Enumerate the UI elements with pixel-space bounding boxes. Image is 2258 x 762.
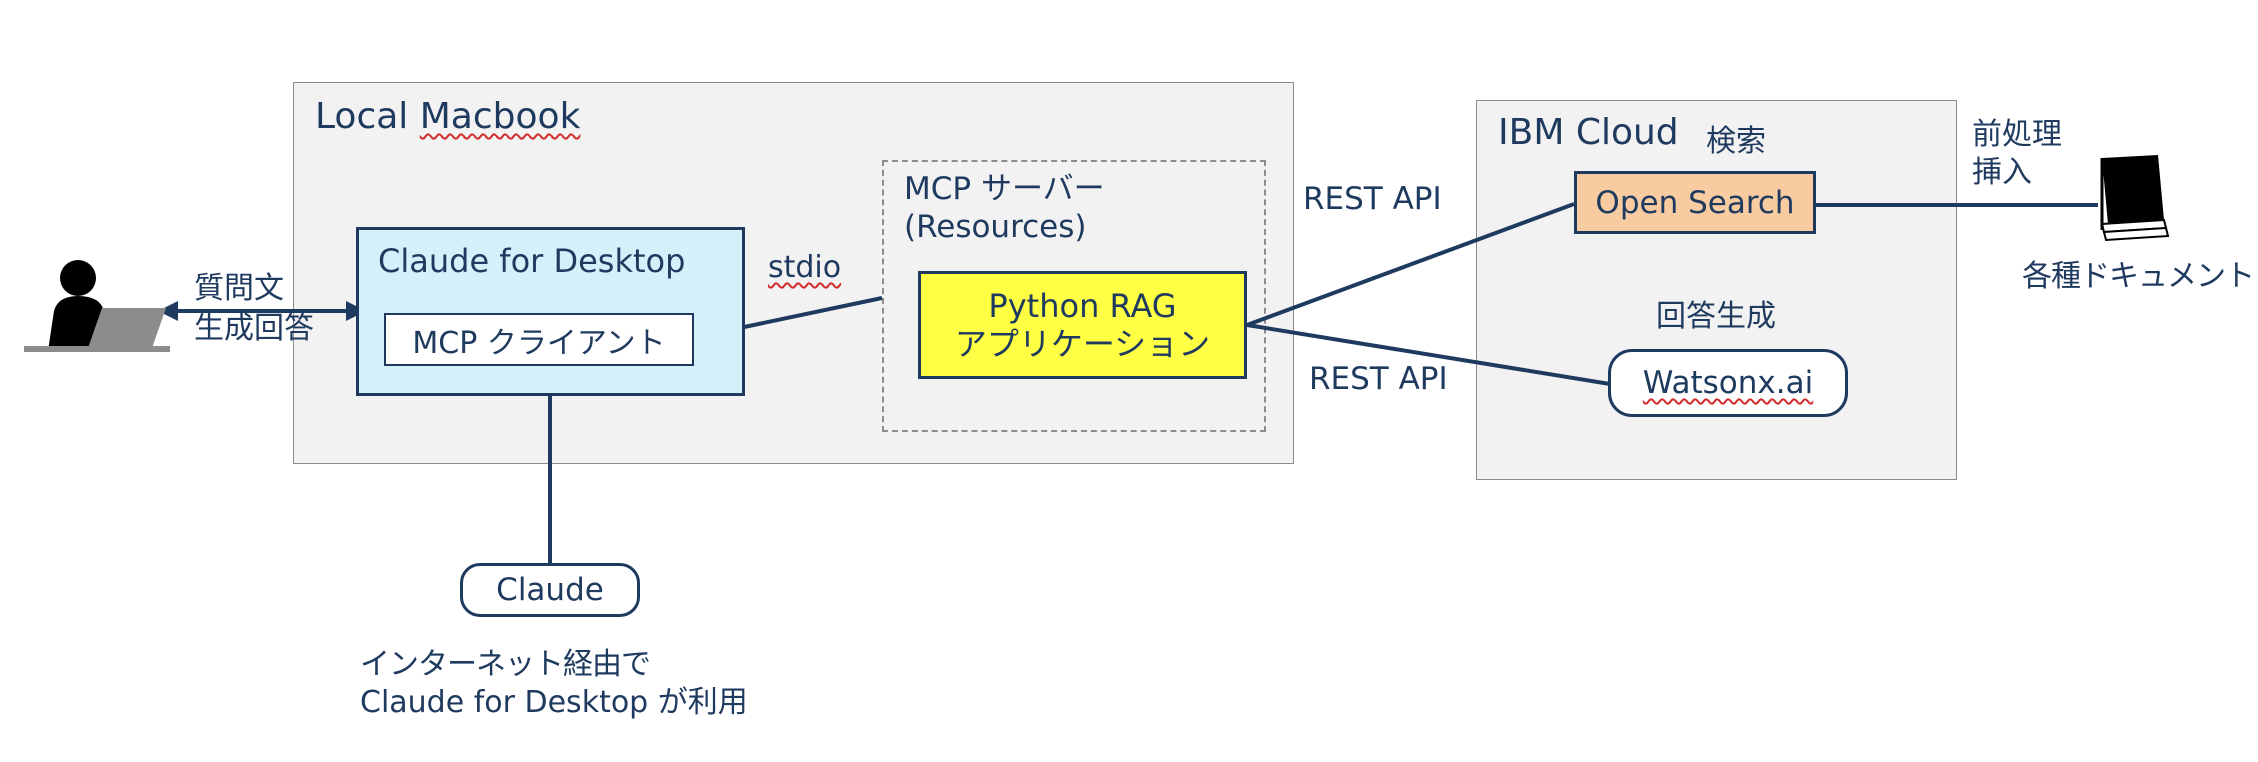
rag-to-opensearch-line	[1246, 202, 1575, 327]
question-label: 質問文	[194, 271, 284, 306]
open-search-box: Open Search	[1574, 171, 1816, 234]
claude-desktop-title: Claude for Desktop	[378, 242, 686, 280]
local-title-macbook: Macbook	[419, 96, 581, 137]
document-stack-icon	[2100, 155, 2170, 242]
local-macbook-title: Local Macbook	[315, 96, 580, 137]
insert-label: 挿入	[1972, 155, 2032, 190]
mcp-server-label-line1: MCP サーバー	[904, 171, 1105, 207]
python-rag-line2: アプリケーション	[954, 325, 1211, 363]
stdio-label: stdio	[768, 250, 842, 285]
python-rag-line1: Python RAG	[988, 286, 1177, 325]
note-line2: Claude for Desktop が利用	[360, 685, 748, 720]
rest-api-bottom-label: REST API	[1309, 361, 1448, 397]
user-with-laptop-icon	[24, 260, 170, 352]
rest-api-top-label: REST API	[1303, 181, 1442, 217]
mcp-server-region	[882, 160, 1266, 432]
claude-desktop-box	[356, 227, 745, 396]
note-line1: インターネット経由で	[360, 647, 651, 682]
rag-to-watsonx-line	[1246, 323, 1611, 386]
preprocess-label: 前処理	[1972, 117, 2062, 152]
mcp-server-label-line2: (Resources)	[904, 209, 1087, 245]
local-title-prefix: Local	[315, 96, 420, 137]
answer-gen-label: 生成回答	[194, 311, 314, 346]
ibm-cloud-title: IBM Cloud	[1498, 112, 1679, 153]
search-label: 検索	[1706, 124, 1766, 159]
mcp-client-box: MCP クライアント	[384, 313, 694, 366]
watsonx-node: Watsonx.ai	[1608, 349, 1848, 417]
python-rag-box: Python RAG アプリケーション	[918, 271, 1247, 379]
watsonx-label: Watsonx.ai	[1642, 365, 1814, 401]
documents-label: 各種ドキュメント	[2022, 259, 2255, 294]
answer-generation-label: 回答生成	[1656, 299, 1776, 334]
claude-node: Claude	[460, 563, 640, 617]
